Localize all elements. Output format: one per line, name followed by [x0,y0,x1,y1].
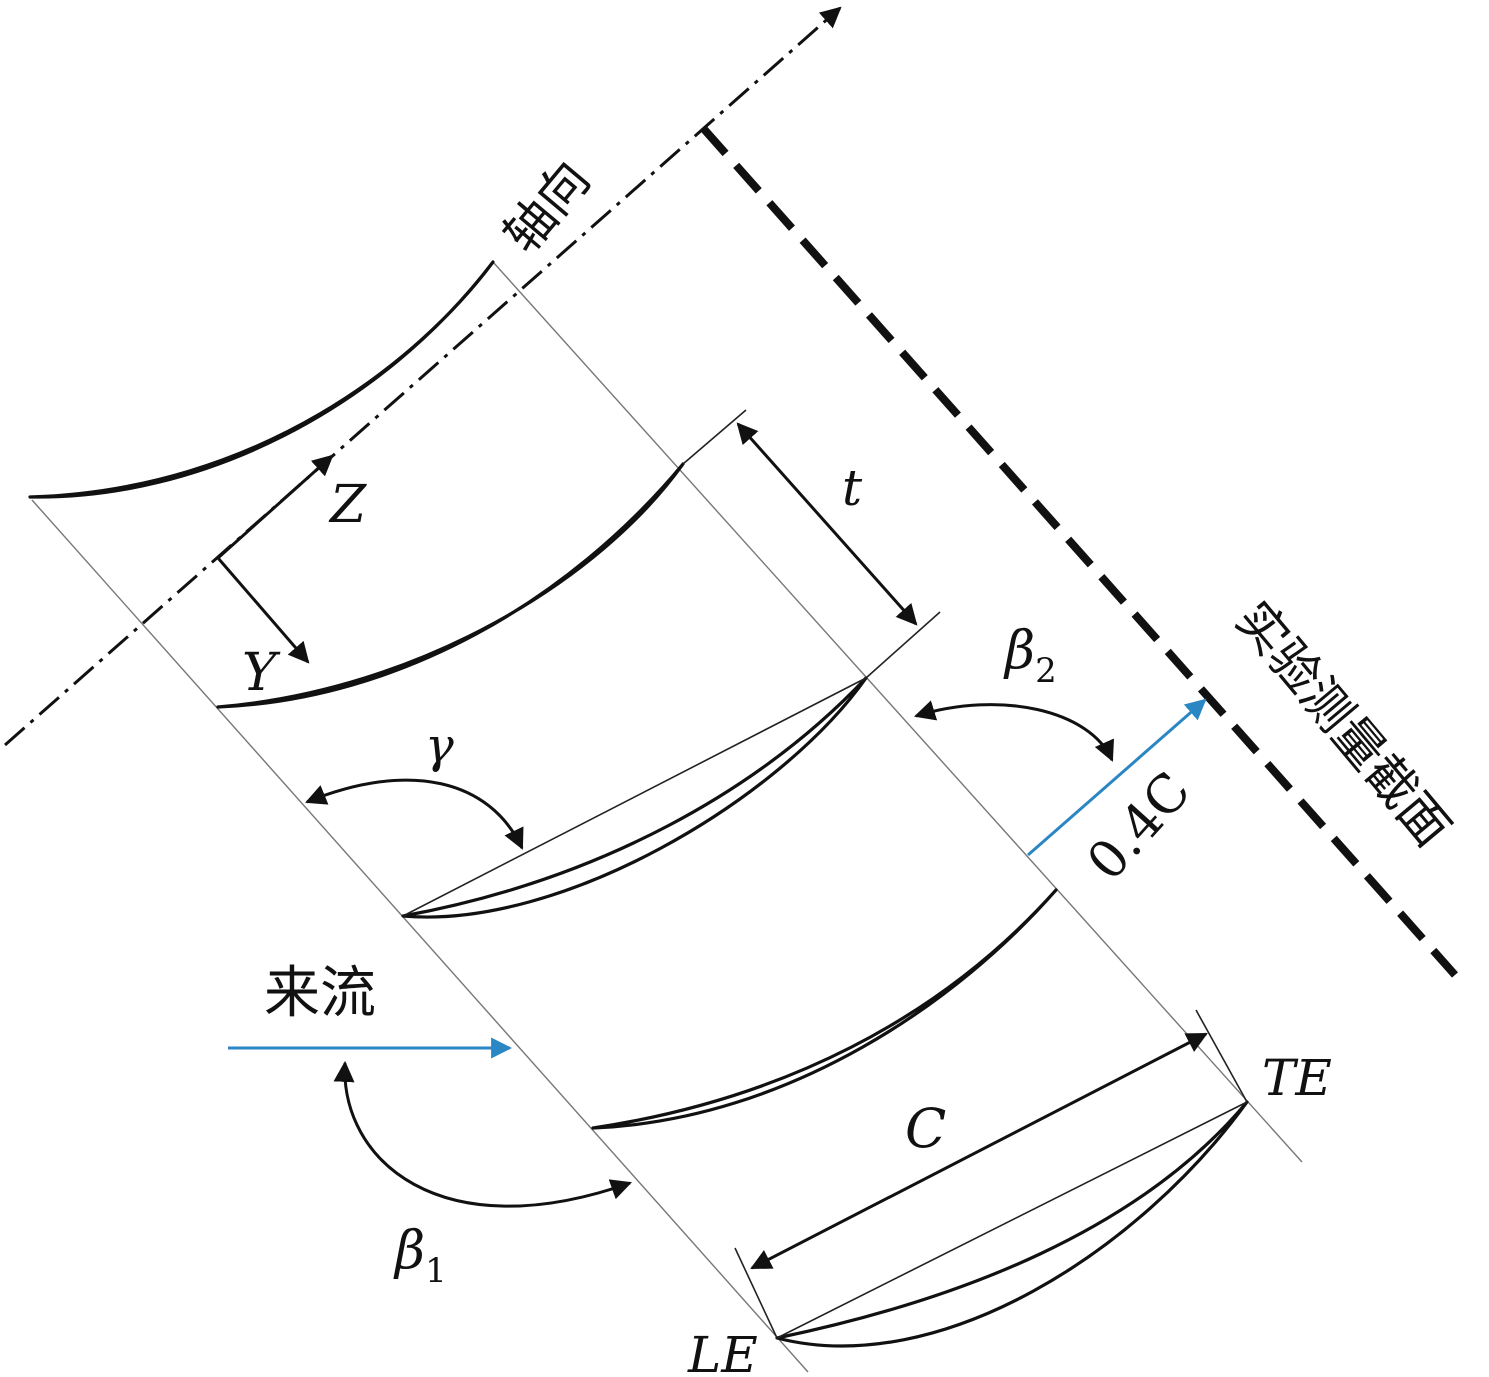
beta1-label: β1 [393,1221,447,1291]
inflow-label: 来流 [264,961,376,1026]
chord-dimension-arrow [750,1032,1208,1270]
blade-1 [28,260,495,499]
plane-offset-label: 0.4C [1076,761,1203,892]
pitch-extension-top [682,409,747,465]
blade-4 [591,888,1058,1130]
gamma-label: γ [425,718,454,774]
pitch-dimension-arrow [736,422,918,626]
beta1-arc [333,1060,632,1208]
y-axis-arrow [216,557,310,664]
axial-direction-line [4,6,842,747]
beta2-arc [913,700,1114,762]
beta1-subscript: 1 [425,1251,447,1291]
chord-extension-te [1195,1009,1248,1103]
y-axis-label: Y [242,643,281,703]
pitch-extension-bottom [865,611,941,679]
leading-edge-label: LE [687,1326,758,1377]
gamma-arc [305,778,524,850]
chord-label: C [905,1097,946,1160]
axial-label: 轴向 [493,150,602,264]
blade-3-chord [402,677,867,917]
measurement-plane-line [700,125,1458,978]
trailing-edge-label: TE [1262,1049,1332,1107]
beta2-subscript: 2 [1035,651,1057,691]
leading-edge-line [31,499,809,1373]
chord-extension-le [734,1247,778,1339]
pitch-label: t [842,459,863,517]
z-axis-arrow [216,454,334,560]
blade-2 [216,462,685,709]
z-axis-label: Z [328,475,367,535]
plane-offset-arrow [1027,698,1207,857]
beta2-label: β2 [1003,621,1057,691]
measurement-plane-label: 实验测量截面 [1224,591,1461,858]
trailing-edge-line [492,261,1303,1163]
blade-5 [775,1100,1249,1348]
